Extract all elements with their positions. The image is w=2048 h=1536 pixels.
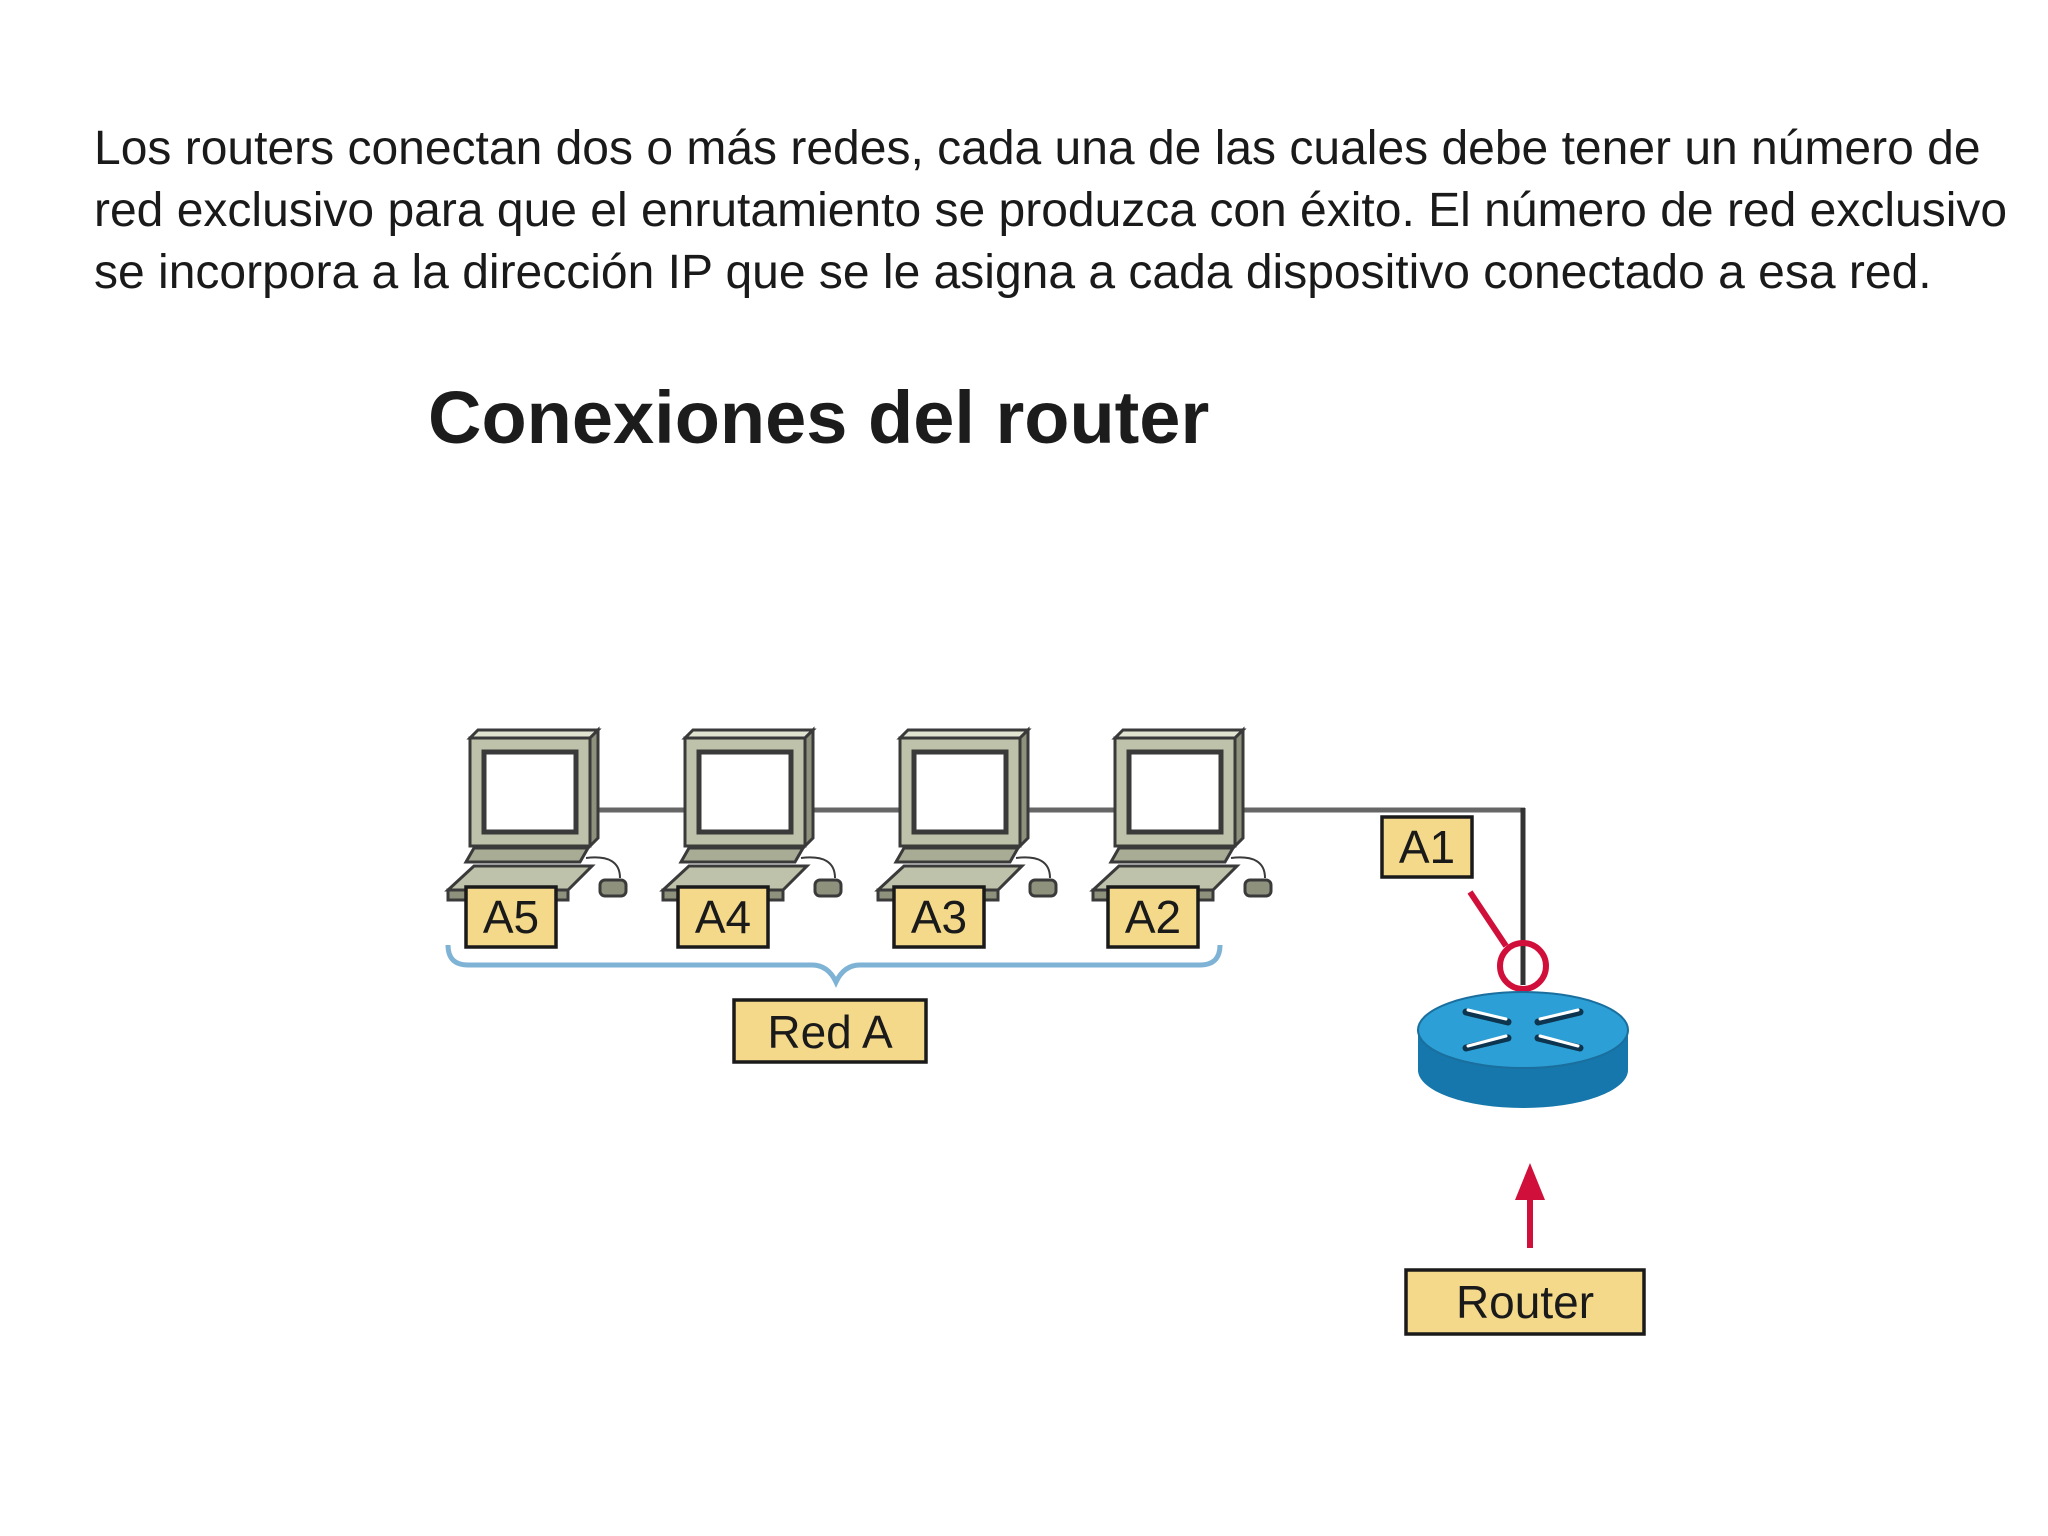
computer-icon xyxy=(663,730,841,900)
computer-icon xyxy=(448,730,626,900)
network-label: Red A xyxy=(767,1006,893,1058)
router-label: Router xyxy=(1456,1276,1594,1328)
router-label-box xyxy=(1404,1268,1646,1336)
host-a2: A2 xyxy=(1093,730,1271,949)
host-label: A2 xyxy=(1125,891,1181,943)
network-brace xyxy=(445,944,1223,988)
host-a3: A3 xyxy=(878,730,1056,949)
host-label: A3 xyxy=(911,891,967,943)
interface-pointer xyxy=(1467,890,1509,948)
interface-label: A1 xyxy=(1399,821,1455,873)
host-a4: A4 xyxy=(663,730,841,949)
router-arrow-head xyxy=(1515,1163,1545,1200)
host-label: A5 xyxy=(483,891,539,943)
host-a5: A5 xyxy=(448,730,626,949)
diagram-title: Conexiones del router xyxy=(428,376,1209,459)
host-label: A4 xyxy=(695,891,751,943)
computer-icon xyxy=(1093,730,1271,900)
interface-label-box xyxy=(1380,815,1474,879)
network-label-box xyxy=(732,998,928,1064)
intro-paragraph: Los routers conectan dos o más redes, ca… xyxy=(94,122,2008,299)
router-icon xyxy=(1417,991,1629,1108)
interface-highlight xyxy=(1497,940,1549,992)
computer-icon xyxy=(878,730,1056,900)
